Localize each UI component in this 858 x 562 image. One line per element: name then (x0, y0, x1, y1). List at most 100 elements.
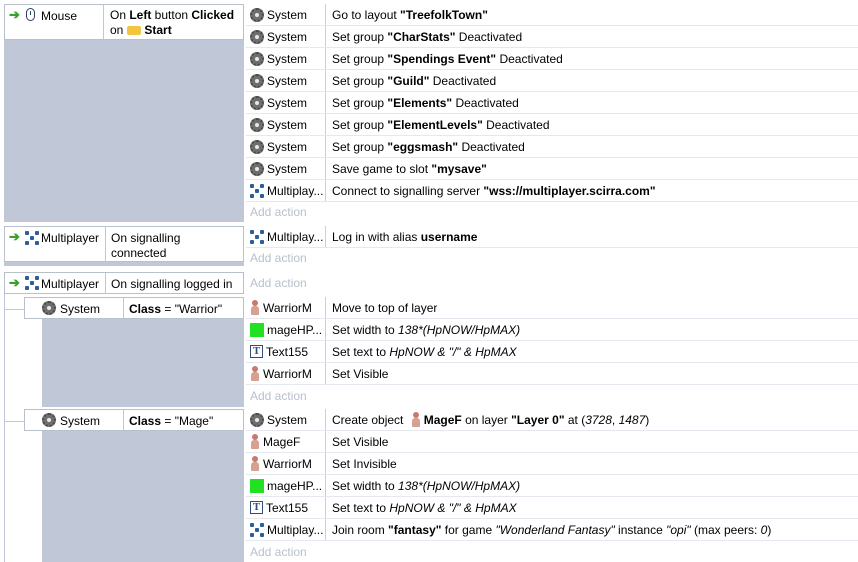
action-row[interactable]: System Set group "CharStats" Deactivated (246, 26, 858, 48)
action-object[interactable]: MageF (250, 431, 324, 452)
action-object-name: System (267, 161, 308, 176)
condition-description[interactable]: Class = "Mage" (129, 414, 213, 428)
condition-description[interactable]: On signalling logged in (111, 277, 232, 291)
action-description[interactable]: Set width to 138*(HpNOW/HpMAX) (332, 475, 520, 496)
action-object[interactable]: System (250, 409, 324, 430)
folder-icon (127, 26, 142, 36)
action-object[interactable]: mageHP... (250, 319, 324, 340)
action-description[interactable]: Set group "Spendings Event" Deactivated (332, 48, 563, 69)
action-object-name: Text155 (266, 500, 309, 515)
action-description[interactable]: Move to top of layer (332, 297, 437, 318)
text-span: Deactivated (496, 51, 563, 66)
action-object[interactable]: WarriorM (250, 297, 324, 318)
action-row[interactable]: mageHP... Set width to 138*(HpNOW/HpMAX) (246, 319, 858, 341)
action-description[interactable]: Set Invisible (332, 453, 397, 474)
action-description[interactable]: Set group "ElementLevels" Deactivated (332, 114, 550, 135)
action-object[interactable]: System (250, 92, 324, 113)
action-row[interactable]: System Save game to slot "mysave" (246, 158, 858, 180)
action-object[interactable]: System (250, 48, 324, 69)
add-action-link[interactable]: Add action (246, 386, 858, 406)
text-span: Join room (332, 522, 389, 537)
action-description[interactable]: Join room "fantasy" for game "Wonderland… (332, 519, 771, 540)
add-action-link[interactable]: Add action (246, 202, 858, 222)
action-description[interactable]: Set group "CharStats" Deactivated (332, 26, 522, 47)
green-sprite-icon (250, 322, 264, 337)
action-description[interactable]: Set width to 138*(HpNOW/HpMAX) (332, 319, 520, 340)
action-row[interactable]: System Set group "Elements" Deactivated (246, 92, 858, 114)
action-object[interactable]: System (250, 4, 324, 25)
action-row[interactable]: MageF Set Visible (246, 431, 858, 453)
action-description[interactable]: Log in with alias username (332, 226, 477, 247)
add-action-link[interactable]: Add action (246, 248, 858, 268)
action-description[interactable]: Set text to HpNOW & "/" & HpMAX (332, 497, 517, 518)
action-description[interactable]: Set Visible (332, 431, 388, 452)
column-divider (325, 92, 326, 113)
action-row[interactable]: Multiplay... Join room "fantasy" for game… (246, 519, 858, 541)
gear-icon (250, 7, 264, 22)
gear-icon (250, 51, 264, 66)
action-description[interactable]: Create object MageF on layer "Layer 0" a… (332, 409, 649, 430)
action-row[interactable]: Multiplay... Log in with alias username (246, 226, 858, 248)
column-divider (123, 410, 124, 430)
action-row[interactable]: WarriorM Set Invisible (246, 453, 858, 475)
action-description[interactable]: Connect to signalling server "wss://mult… (332, 180, 656, 201)
action-description[interactable]: Set Visible (332, 363, 388, 384)
action-object[interactable]: WarriorM (250, 363, 324, 384)
action-row[interactable]: System Set group "eggsmash" Deactivated (246, 136, 858, 158)
action-object[interactable]: Multiplay... (250, 226, 324, 247)
character-sprite-icon (250, 434, 260, 449)
add-action-link[interactable]: Add action (246, 273, 858, 293)
action-description[interactable]: Go to layout "TreefolkTown" (332, 4, 488, 25)
action-object[interactable]: System (250, 114, 324, 135)
action-description[interactable]: Set group "Elements" Deactivated (332, 92, 519, 113)
action-description[interactable]: Set text to HpNOW & "/" & HpMAX (332, 341, 517, 362)
multiplayer-icon (250, 522, 264, 537)
action-row[interactable]: Multiplay... Connect to signalling server… (246, 180, 858, 202)
text-span: Connect to signalling server (332, 183, 484, 198)
text-bold: "Guild" (387, 73, 430, 88)
add-action-link[interactable]: Add action (246, 542, 858, 562)
action-object[interactable]: Multiplay... (250, 180, 324, 201)
mouse-icon (26, 8, 35, 21)
text-span: Set group (332, 73, 388, 88)
action-object[interactable]: System (250, 136, 324, 157)
column-divider (325, 114, 326, 135)
action-row[interactable]: System Set group "Spendings Event" Deacti… (246, 48, 858, 70)
condition-description[interactable]: Class = "Warrior" (129, 302, 222, 316)
action-row[interactable]: System Go to layout "TreefolkTown" (246, 4, 858, 26)
action-row[interactable]: WarriorM Move to top of layer (246, 297, 858, 319)
text-bold: "Elements" (387, 95, 453, 110)
action-object[interactable]: WarriorM (250, 453, 324, 474)
action-description[interactable]: Save game to slot "mysave" (332, 158, 487, 179)
text-span: Set width to (332, 478, 399, 493)
action-object[interactable]: System (250, 26, 324, 47)
action-row[interactable]: System Set group "ElementLevels" Deactiva… (246, 114, 858, 136)
action-row[interactable]: System Create object MageF on layer "Laye… (246, 409, 858, 431)
action-row[interactable]: System Set group "Guild" Deactivated (246, 70, 858, 92)
action-row[interactable]: WarriorM Set Visible (246, 363, 858, 385)
text-span: Deactivated (452, 95, 519, 110)
action-object[interactable]: System (250, 158, 324, 179)
text-span: Set group (332, 51, 388, 66)
action-description[interactable]: Set group "Guild" Deactivated (332, 70, 496, 91)
character-sprite-icon (411, 412, 421, 427)
action-object[interactable]: Multiplay... (250, 519, 324, 540)
action-description[interactable]: Set group "eggsmash" Deactivated (332, 136, 525, 157)
action-object[interactable]: mageHP... (250, 475, 324, 496)
action-row[interactable]: mageHP... Set width to 138*(HpNOW/HpMAX) (246, 475, 858, 497)
column-divider (325, 519, 326, 540)
action-object-name: MageF (263, 434, 301, 449)
action-object[interactable]: System (250, 70, 324, 91)
text-italic: "opi" (666, 522, 691, 537)
